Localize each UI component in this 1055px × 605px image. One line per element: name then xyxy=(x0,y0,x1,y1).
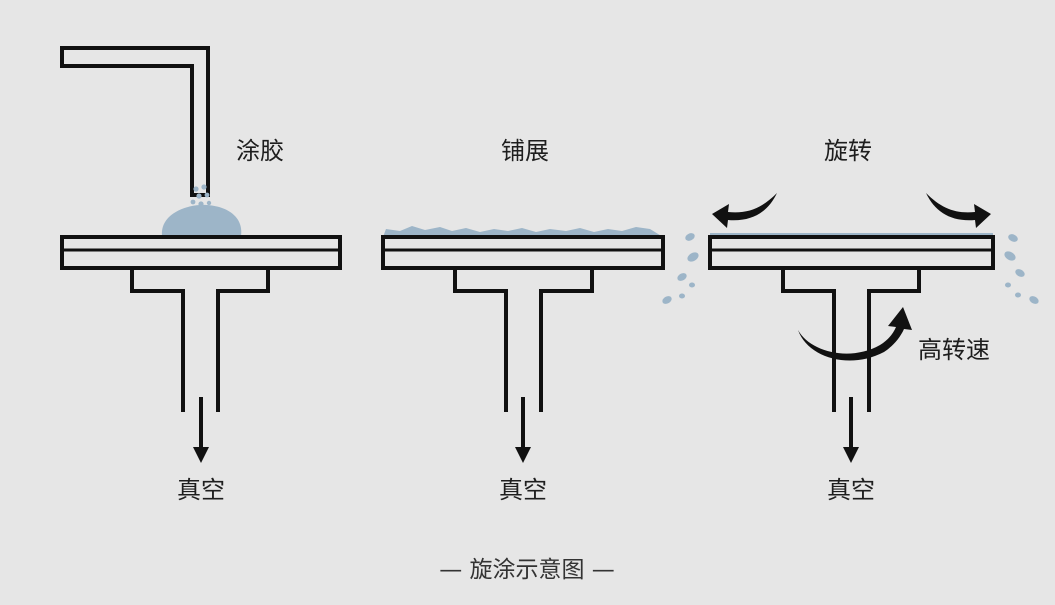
figure-caption: — 旋涂示意图 — xyxy=(439,557,615,583)
vacuum-arrow-head xyxy=(193,447,209,463)
stage-spread: 铺展 真空 xyxy=(381,137,665,504)
vacuum-chuck xyxy=(130,268,270,412)
rotation-arrow-icon xyxy=(798,307,912,361)
vacuum-arrow-head xyxy=(843,447,859,463)
vacuum-label-spread: 真空 xyxy=(499,476,547,504)
stage-label-spread: 铺展 xyxy=(501,137,549,165)
high-speed-label: 高转速 xyxy=(918,336,990,364)
outflow-arrow-right-icon xyxy=(926,193,991,228)
dispense-nozzle xyxy=(60,46,210,197)
wafer-plate xyxy=(381,235,665,270)
stage-label-dispense: 涂胶 xyxy=(236,137,284,165)
flung-droplets-right xyxy=(1004,234,1039,304)
stage-spin: 高转速 旋转 真空 xyxy=(662,137,1039,504)
wafer-plate xyxy=(708,235,995,270)
vacuum-label-spin: 真空 xyxy=(827,476,875,504)
photoresist-puddle xyxy=(161,204,242,236)
vacuum-arrow-head xyxy=(515,447,531,463)
stage-dispense: 涂胶 真空 xyxy=(60,46,342,504)
stage-label-spin: 旋转 xyxy=(824,137,872,165)
vacuum-label-dispense: 真空 xyxy=(177,476,225,504)
outflow-arrow-left-icon xyxy=(712,193,777,228)
wafer-plate xyxy=(60,235,342,270)
flung-droplets-left xyxy=(662,233,699,304)
vacuum-chuck xyxy=(453,268,594,412)
photoresist-film xyxy=(383,226,663,237)
